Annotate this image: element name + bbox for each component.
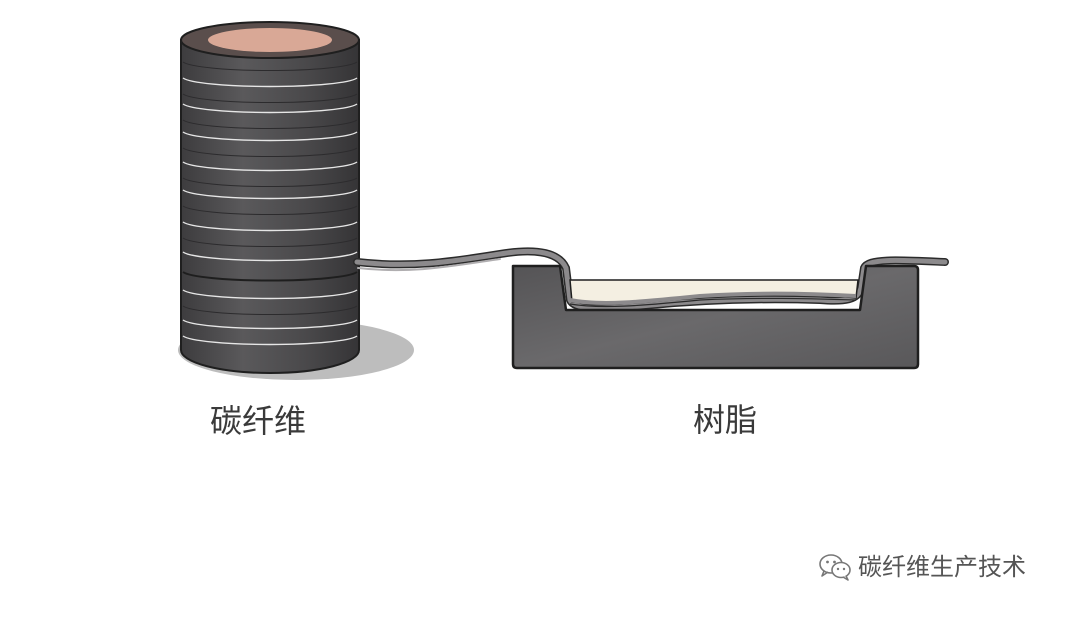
fiber-ribbon xyxy=(353,247,949,313)
carbon-fiber-spool xyxy=(180,21,360,374)
carbon-fiber-label: 碳纤维 xyxy=(210,402,307,440)
watermark: 碳纤维生产技术 xyxy=(818,553,1026,581)
wechat-icon xyxy=(819,554,851,581)
spool-core xyxy=(208,28,332,52)
resin-tray xyxy=(511,264,920,370)
spool-winding-lines xyxy=(182,61,358,346)
resin-label: 树脂 xyxy=(693,401,758,439)
watermark-text: 碳纤维生产技术 xyxy=(858,553,1026,581)
